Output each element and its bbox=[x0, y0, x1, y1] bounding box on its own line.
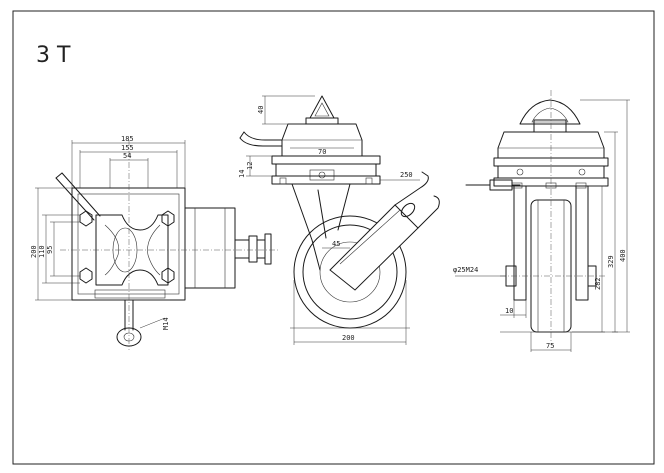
svg-text:M14: M14 bbox=[162, 317, 170, 330]
svg-text:250: 250 bbox=[400, 171, 413, 179]
svg-text:10: 10 bbox=[505, 307, 513, 315]
svg-text:110: 110 bbox=[38, 245, 46, 258]
svg-text:200: 200 bbox=[30, 245, 38, 258]
svg-text:329: 329 bbox=[607, 255, 615, 268]
svg-text:155: 155 bbox=[121, 144, 134, 152]
svg-text:95: 95 bbox=[46, 246, 54, 254]
svg-text:185: 185 bbox=[121, 135, 134, 143]
svg-text:54: 54 bbox=[123, 152, 131, 160]
front-view: φ25M24 282 329 400 10 75 bbox=[453, 90, 630, 352]
svg-text:200: 200 bbox=[342, 334, 355, 342]
svg-text:12: 12 bbox=[246, 162, 254, 170]
svg-text:45: 45 bbox=[332, 240, 340, 248]
svg-text:75: 75 bbox=[546, 342, 554, 350]
svg-text:400: 400 bbox=[619, 249, 627, 262]
drawing-title: 3 T bbox=[36, 43, 71, 68]
svg-text:14: 14 bbox=[238, 170, 246, 178]
svg-text:282: 282 bbox=[594, 277, 602, 290]
svg-text:40: 40 bbox=[257, 106, 265, 114]
side-view: 70 40 bbox=[238, 95, 440, 345]
svg-text:φ25M24: φ25M24 bbox=[453, 266, 478, 274]
svg-text:70: 70 bbox=[318, 148, 326, 156]
drawing-frame bbox=[12, 10, 655, 465]
top-view: 185 155 54 200 110 95 M14 bbox=[30, 135, 280, 350]
